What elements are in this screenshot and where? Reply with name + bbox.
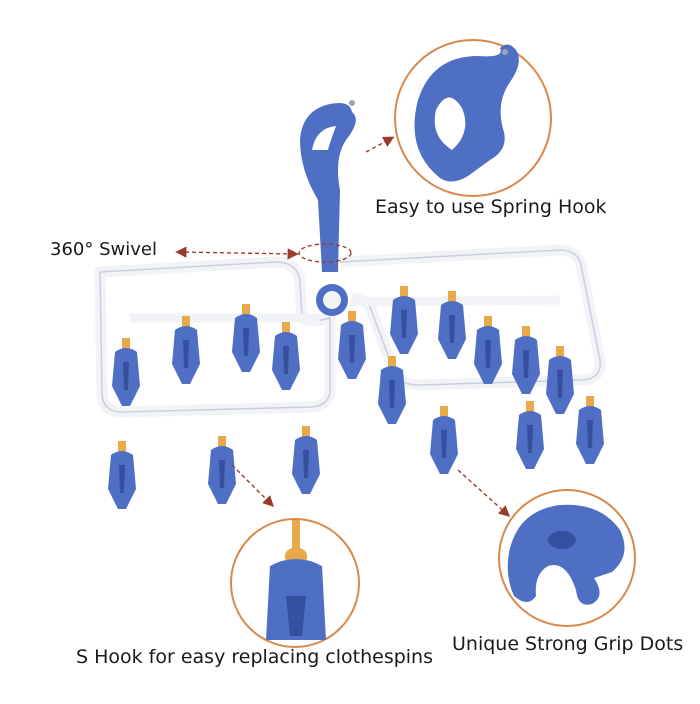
s-hook-callout [230, 518, 360, 648]
s-hook-label: S Hook for easy replacing clothespins [76, 646, 434, 668]
spring-hook-icon [414, 44, 519, 182]
s-hook-icon [284, 520, 308, 566]
grip-dots-icon [507, 504, 625, 605]
grip-dots-label: Unique Strong Grip Dots [452, 633, 684, 655]
spring-hook-label: Easy to use Spring Hook [375, 196, 607, 218]
clothespins [108, 286, 604, 509]
swivel-arrow-icon [298, 243, 352, 263]
spring-hook [300, 100, 356, 316]
callout-arrows [175, 136, 511, 517]
grip-dots-callout [498, 489, 636, 627]
spring-hook-callout [394, 39, 552, 197]
swivel-label: 360° Swivel [50, 239, 157, 260]
